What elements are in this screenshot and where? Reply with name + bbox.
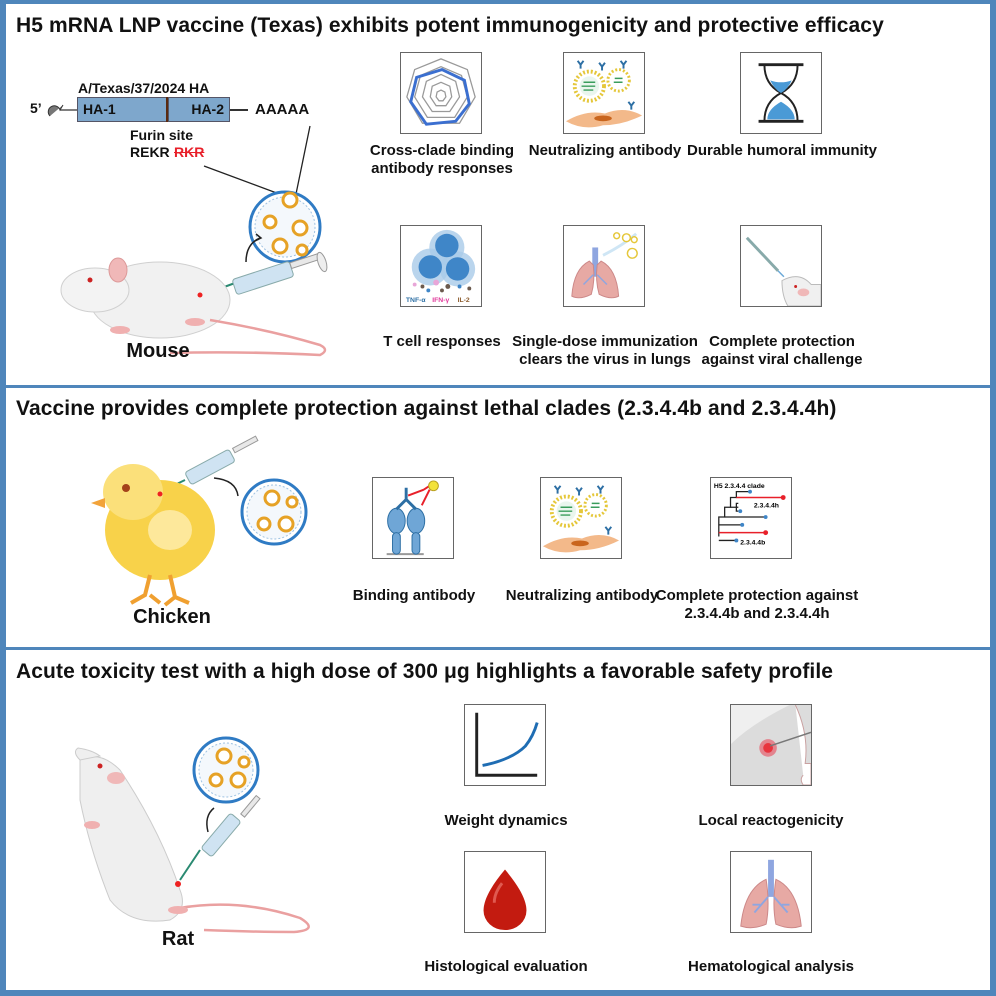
panel-challenge xyxy=(740,225,822,307)
panel-cross-clade xyxy=(400,52,482,134)
neutralizing-virus-icon xyxy=(542,485,620,553)
panel-hematological xyxy=(730,851,812,933)
caption-neutralizing-chicken: Neutralizing antibody xyxy=(505,587,659,604)
panel-phylo-tree: H5 2.3.4.4 clade 2.3.4.4h 2.3.4.4b xyxy=(710,477,792,559)
lnp-particle-icon xyxy=(240,478,308,546)
mouse-illustration xyxy=(60,125,328,357)
lungs-icon xyxy=(740,859,802,929)
blood-drop-icon xyxy=(483,869,527,931)
svg-text:TNF-α: TNF-α xyxy=(406,297,427,304)
hourglass-icon xyxy=(758,63,804,123)
furin-site-label: Furin site xyxy=(130,127,194,143)
panel-neutralizing xyxy=(563,52,645,134)
construct-title: A/Texas/37/2024 HA xyxy=(78,80,210,96)
panel-binding-antibody xyxy=(372,477,454,559)
furin-site-marker xyxy=(166,97,169,122)
caption-weight: Weight dynamics xyxy=(444,812,568,829)
cap-icon xyxy=(47,104,78,117)
animal-label-mouse: Mouse xyxy=(126,340,190,362)
caption-histological: Histological evaluation xyxy=(424,958,588,975)
growth-curve-icon xyxy=(475,712,539,777)
rat-illustration xyxy=(74,736,310,934)
section-title-rat: Acute toxicity test with a high dose of … xyxy=(16,660,834,683)
poly-a-label: AAAAA xyxy=(255,101,310,118)
caption-phylo-tree: Complete protection against 2.3.4.4b and… xyxy=(655,587,859,622)
phylogenetic-tree-icon: H5 2.3.4.4 clade 2.3.4.4h 2.3.4.4b xyxy=(714,483,786,546)
caption-challenge: Complete protection against viral challe… xyxy=(701,333,863,368)
panel-neutralizing-chicken xyxy=(540,477,622,559)
caption-lungs-virus: Single-dose immunization clears the viru… xyxy=(512,333,698,368)
furin-seq-kept: REKR xyxy=(130,144,170,160)
panel-durable xyxy=(740,52,822,134)
lnp-particle-icon xyxy=(248,190,322,264)
caption-t-cell: T cell responses xyxy=(383,333,501,350)
connector-line xyxy=(230,109,248,111)
svg-text:2.3.4.4h: 2.3.4.4h xyxy=(754,502,779,509)
lungs-virus-icon xyxy=(571,232,638,299)
lnp-particle-icon xyxy=(192,736,260,804)
svg-text:H5 2.3.4.4 clade: H5 2.3.4.4 clade xyxy=(714,483,765,490)
caption-cross-clade: Cross-clade binding antibody responses xyxy=(369,142,515,177)
caption-hematological: Hematological analysis xyxy=(688,958,854,975)
chicken-illustration xyxy=(91,435,308,607)
gene-segment-ha1: HA-1 xyxy=(77,97,167,122)
t-cell-icon: TNF-α IFN-γ IL-2 xyxy=(406,229,476,304)
binding-antibody-icon xyxy=(386,480,439,556)
svg-text:IFN-γ: IFN-γ xyxy=(432,297,449,304)
syringe-icon xyxy=(179,794,261,881)
syringe-icon xyxy=(204,251,328,295)
furin-seq-removed: RKR xyxy=(174,144,205,160)
panel-local-reactogenicity xyxy=(730,704,812,786)
animal-label-chicken: Chicken xyxy=(133,606,211,628)
gene-segment-ha2: HA-2 xyxy=(168,97,230,122)
svg-text:2.3.4.4b: 2.3.4.4b xyxy=(740,539,765,546)
panel-lungs-virus xyxy=(563,225,645,307)
section-divider xyxy=(6,647,990,650)
five-prime-label: 5’ xyxy=(30,100,42,116)
injection-site-icon xyxy=(731,705,811,785)
caption-durable: Durable humoral immunity xyxy=(686,142,878,159)
svg-text:IL-2: IL-2 xyxy=(458,297,470,304)
section-divider xyxy=(6,385,990,388)
caption-neutralizing: Neutralizing antibody xyxy=(528,142,682,159)
caption-binding-antibody: Binding antibody xyxy=(352,587,476,604)
animal-label-rat: Rat xyxy=(161,928,195,950)
panel-histological xyxy=(464,851,546,933)
panel-t-cell: TNF-α IFN-γ IL-2 xyxy=(400,225,482,307)
mouse-challenge-icon xyxy=(745,236,821,306)
neutralizing-virus-icon xyxy=(565,60,643,128)
section-title-chicken: Vaccine provides complete protection aga… xyxy=(16,397,837,420)
panel-weight xyxy=(464,704,546,786)
radar-chart-icon xyxy=(406,58,476,126)
caption-local-reactogenicity: Local reactogenicity xyxy=(698,812,844,829)
section-title-mouse: H5 mRNA LNP vaccine (Texas) exhibits pot… xyxy=(16,14,884,37)
